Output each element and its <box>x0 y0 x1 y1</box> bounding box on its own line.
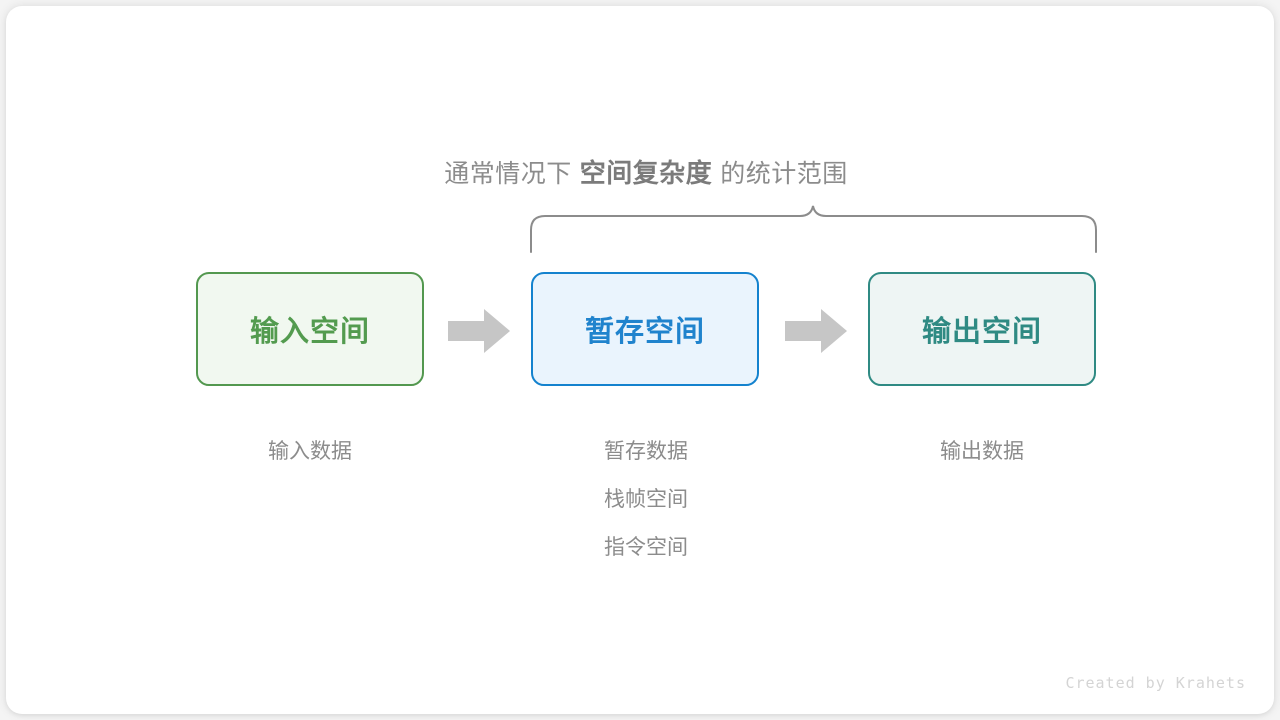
slide-card: 通常情况下空间复杂度的统计范围 输入空间 暂存空间 输出空间 输入数据 暂存数据 <box>6 6 1274 714</box>
box-temp-space[interactable]: 暂存空间 <box>531 272 759 386</box>
box-output-space[interactable]: 输出空间 <box>868 272 1096 386</box>
sublabel-item: 指令空间 <box>604 536 688 559</box>
box-input-space-label: 输入空间 <box>249 316 370 348</box>
arrow-right-icon <box>448 309 510 353</box>
sublabel-item: 暂存数据 <box>604 440 688 463</box>
box-temp-space-label: 暂存空间 <box>584 316 705 348</box>
caption-emphasis: 空间复杂度 <box>579 158 713 188</box>
sublabels-output: 输出数据 <box>862 428 1102 476</box>
sublabel-item: 输出数据 <box>940 440 1024 463</box>
sublabels-input: 输入数据 <box>190 428 430 476</box>
watermark-credit: Created by Krahets <box>1065 674 1246 692</box>
caption-suffix: 的统计范围 <box>720 160 848 188</box>
sublabels-temp: 暂存数据 栈帧空间 指令空间 <box>526 428 766 572</box>
caption-prefix: 通常情况下 <box>444 160 572 188</box>
curly-brace-icon <box>530 205 1097 253</box>
arrow-right-icon <box>785 309 847 353</box>
sublabel-item: 栈帧空间 <box>604 488 688 511</box>
sublabel-item: 输入数据 <box>268 440 352 463</box>
caption-line: 通常情况下空间复杂度的统计范围 <box>6 154 1280 193</box>
box-input-space[interactable]: 输入空间 <box>196 272 424 386</box>
box-output-space-label: 输出空间 <box>921 316 1042 348</box>
